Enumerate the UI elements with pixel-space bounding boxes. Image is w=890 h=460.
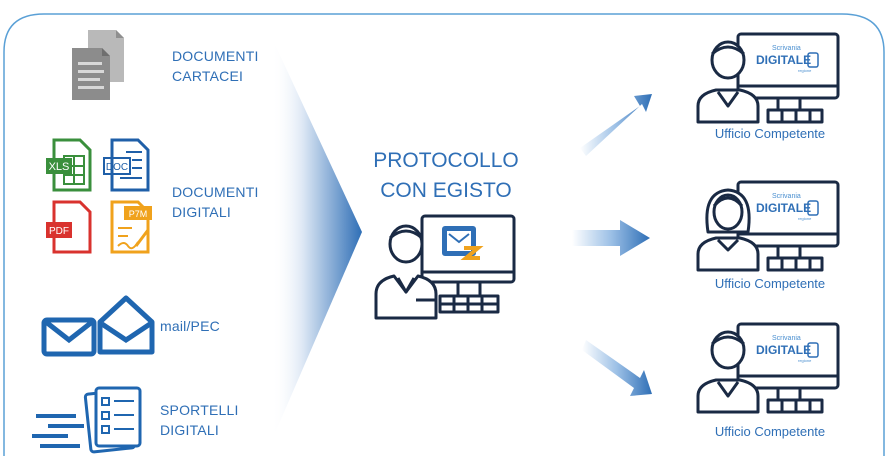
source-label-counters: SPORTELLI DIGITALI xyxy=(160,402,239,438)
male-operator-icon: Scrivania DIGITALE regione xyxy=(696,32,840,124)
svg-text:regione: regione xyxy=(798,68,812,73)
source-label-mail: mail/PEC xyxy=(160,318,220,334)
operator-egisto-icon xyxy=(374,214,516,320)
svg-text:Scrivania: Scrivania xyxy=(772,335,801,342)
arrow-down-right xyxy=(582,340,652,396)
svg-text:Scrivania: Scrivania xyxy=(772,45,801,52)
svg-text:regione: regione xyxy=(798,216,812,221)
svg-text:regione: regione xyxy=(798,358,812,363)
destination-label-2: Ufficio Competente xyxy=(714,276,826,291)
source-label-digital: DOCUMENTI DIGITALI xyxy=(172,184,259,220)
destination-label-1: Ufficio Competente xyxy=(714,126,826,141)
digital-documents-icon: XLS DOC PDF P7M xyxy=(44,136,156,260)
destination-2: Scrivania DIGITALE regione Ufficio Compe… xyxy=(690,176,860,294)
destination-3: Scrivania DIGITALE regione Ufficio Compe… xyxy=(690,318,860,439)
svg-text:DIGITALE: DIGITALE xyxy=(756,343,811,357)
arrow-up-right xyxy=(580,94,652,156)
digital-forms-icon xyxy=(32,386,142,454)
female-operator-icon: Scrivania DIGITALE regione xyxy=(696,180,840,272)
doc-file-icon: DOC xyxy=(103,138,150,192)
mail-icon xyxy=(41,295,155,357)
paper-documents-icon xyxy=(72,30,124,100)
svg-text:PDF: PDF xyxy=(49,226,69,237)
svg-text:XLS: XLS xyxy=(49,161,70,173)
p7m-file-icon: P7M xyxy=(110,200,152,254)
center-title: PROTOCOLLO CON EGISTO xyxy=(373,149,519,202)
svg-text:DOC: DOC xyxy=(106,162,128,173)
svg-text:P7M: P7M xyxy=(129,209,148,219)
arrow-right xyxy=(572,220,650,256)
pdf-file-icon: PDF xyxy=(46,200,92,254)
svg-text:DIGITALE: DIGITALE xyxy=(756,53,811,67)
destination-1: Scrivania DIGITALE regione Ufficio Compe… xyxy=(690,28,860,146)
male-operator-icon: Scrivania DIGITALE regione xyxy=(696,322,840,414)
source-label-paper: DOCUMENTI CARTACEI xyxy=(172,48,259,84)
xls-file-icon: XLS xyxy=(46,138,92,192)
svg-text:DIGITALE: DIGITALE xyxy=(756,201,811,215)
destination-label-3: Ufficio Competente xyxy=(714,424,826,439)
svg-text:Scrivania: Scrivania xyxy=(772,193,801,200)
